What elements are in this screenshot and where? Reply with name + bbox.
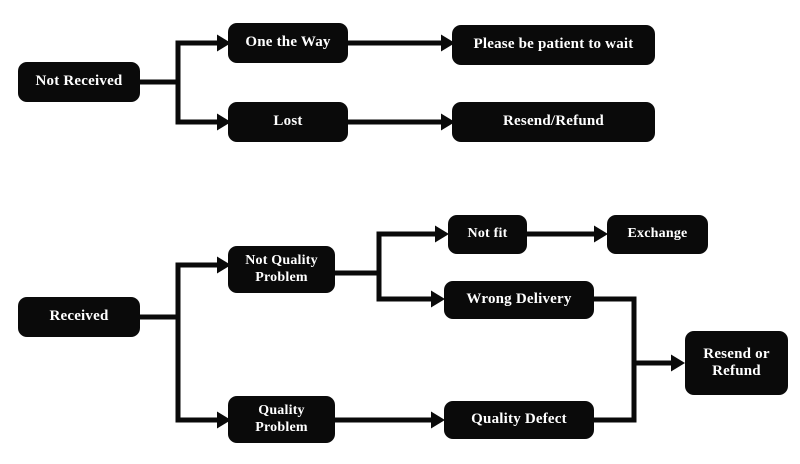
arrowhead-to-not-fit [435,225,449,243]
arrowhead-to-exchange [594,225,608,243]
node-received[interactable]: Received [18,297,140,337]
node-quality-problem[interactable]: Quality Problem [228,396,335,443]
node-wrong-delivery[interactable]: Wrong Delivery [444,281,594,319]
node-not-quality-problem[interactable]: Not Quality Problem [228,246,335,293]
node-resend-or-refund[interactable]: Resend or Refund [685,331,788,395]
node-exchange[interactable]: Exchange [607,215,708,254]
node-not-fit[interactable]: Not fit [448,215,527,254]
edge-quality-defect-merge [594,363,637,423]
node-resend-refund-label: Resend/Refund [503,113,604,130]
node-one-the-way[interactable]: One the Way [228,23,348,63]
node-resend-refund[interactable]: Resend/Refund [452,102,655,142]
node-quality-problem-label-line2: Problem [255,419,308,435]
node-exchange-label: Exchange [627,226,688,242]
node-received-label: Received [49,308,109,325]
node-quality-defect[interactable]: Quality Defect [444,401,594,439]
node-not-fit-label: Not fit [467,226,508,242]
node-not-received[interactable]: Not Received [18,62,140,102]
node-lost-label: Lost [273,113,303,130]
node-resend-or-refund-label-line1: Resend or [703,345,770,362]
edge-wrong-delivery-merge [594,296,637,363]
node-resend-or-refund-label-line2: Refund [712,363,761,379]
node-please-be-patient-to-wait[interactable]: Please be patient to wait [452,25,655,65]
arrowhead-to-wrong-delivery [431,290,445,308]
node-one-the-way-label: One the Way [245,34,331,51]
node-not-quality-problem-label-line1: Not Quality [245,253,318,269]
node-please-be-patient-to-wait-label: Please be patient to wait [473,36,634,53]
node-quality-defect-label: Quality Defect [471,411,567,428]
node-wrong-delivery-label: Wrong Delivery [466,291,572,308]
node-lost[interactable]: Lost [228,102,348,142]
node-not-received-label: Not Received [35,73,123,90]
arrowhead-to-resend-or-refund [671,354,685,372]
arrowhead-to-quality-defect [431,411,445,429]
node-quality-problem-label-line1: Quality [258,403,305,419]
node-not-quality-problem-label-line2: Problem [255,269,308,285]
